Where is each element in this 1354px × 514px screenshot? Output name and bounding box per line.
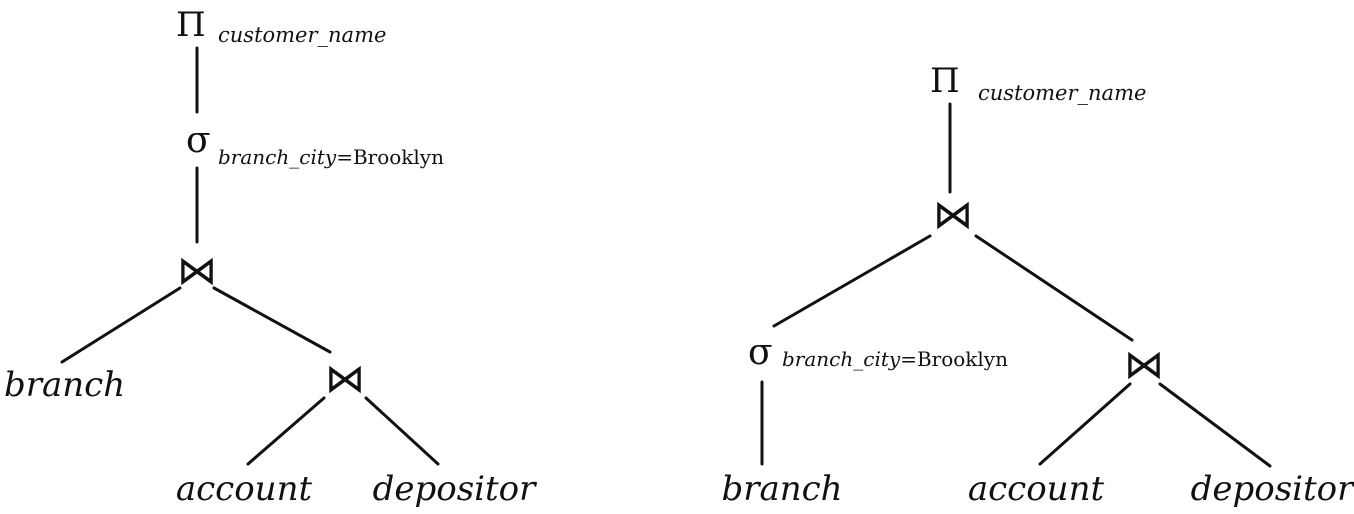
relation-depositor: depositor xyxy=(1191,469,1354,509)
relation-account: account xyxy=(176,469,313,509)
left-query-tree: Π customer_name σ branch_city=Brooklyn ⋈… xyxy=(4,5,537,509)
relation-branch: branch xyxy=(721,469,842,509)
selection-condition: =Brooklyn xyxy=(336,145,444,169)
edge-inner-join-to-depositor xyxy=(364,396,440,466)
relation-branch: branch xyxy=(4,365,125,405)
edge-join-to-inner-join xyxy=(974,234,1134,342)
selection-attribute: branch_city xyxy=(782,347,901,371)
selection-predicate: branch_city=Brooklyn xyxy=(782,347,1008,371)
selection-predicate: branch_city=Brooklyn xyxy=(218,145,444,169)
inner-join-symbol: ⋈ xyxy=(1124,342,1164,388)
selection-symbol: σ xyxy=(186,120,211,161)
relation-account: account xyxy=(968,469,1105,509)
selection-attribute: branch_city xyxy=(218,145,337,169)
edge-join-to-inner-join xyxy=(212,286,332,354)
selection-symbol: σ xyxy=(748,332,773,373)
join-symbol: ⋈ xyxy=(177,248,217,294)
edge-join-to-selection xyxy=(772,234,932,328)
join-symbol: ⋈ xyxy=(933,192,973,238)
edge-inner-join-to-account xyxy=(1038,382,1132,466)
right-query-tree: Π customer_name ⋈ σ branch_city=Brooklyn… xyxy=(721,61,1354,509)
projection-attribute: customer_name xyxy=(978,81,1146,105)
inner-join-symbol: ⋈ xyxy=(325,356,365,402)
projection-node: Π xyxy=(176,5,206,45)
projection-symbol: Π xyxy=(930,61,960,101)
edge-inner-join-to-depositor xyxy=(1158,382,1272,468)
projection-attribute: customer_name xyxy=(218,23,386,47)
edge-join-to-branch xyxy=(60,286,182,364)
relation-depositor: depositor xyxy=(373,469,538,509)
projection-symbol: Π xyxy=(176,5,206,45)
edge-inner-join-to-account xyxy=(246,396,326,466)
selection-condition: =Brooklyn xyxy=(900,347,1008,371)
